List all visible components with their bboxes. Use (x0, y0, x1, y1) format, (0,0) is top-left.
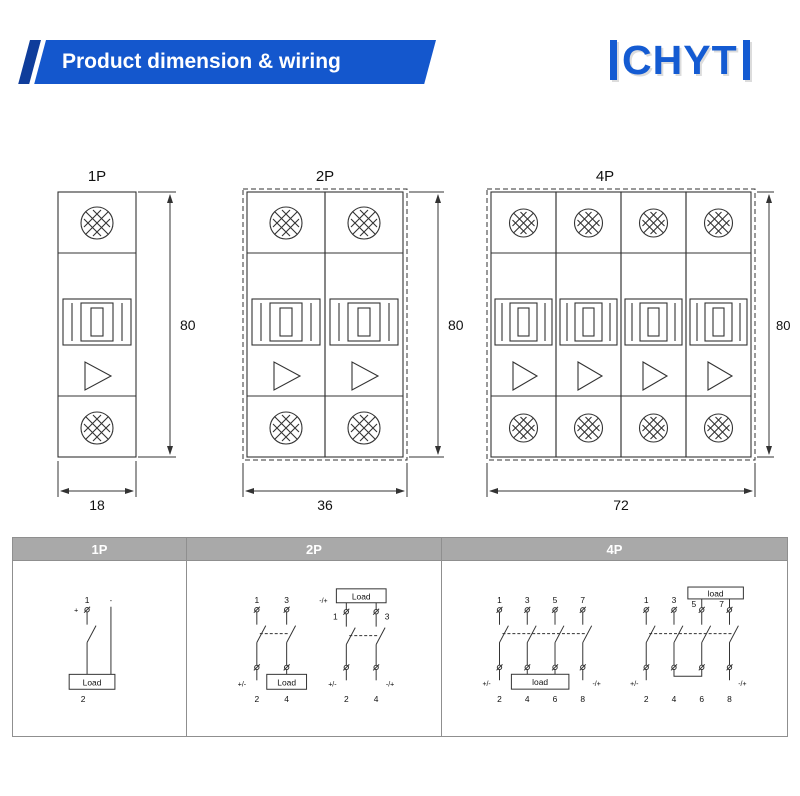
terminal-label: 1 (333, 612, 338, 622)
terminal-label: 3 (672, 595, 677, 605)
terminal-label: 2 (644, 694, 649, 704)
load-box (687, 586, 744, 600)
polarity-label: +/- (482, 681, 490, 688)
polarity-label: -/+ (593, 681, 601, 688)
pole-unit (621, 192, 686, 457)
dimension-drawings: 1P 80 18 2P 80 36 4P (0, 168, 790, 513)
terminal-label: 2 (254, 694, 259, 704)
terminal-label: 5 (553, 595, 558, 605)
brand-logo: CHYT (610, 38, 750, 82)
dim-height-label-1p: 80 (180, 317, 196, 333)
terminal-label: 4 (284, 694, 289, 704)
terminal-label: 1 (497, 595, 502, 605)
terminal-label: 1 (85, 595, 90, 605)
drawing-label-4p: 4P (596, 168, 614, 185)
load-box (335, 588, 387, 604)
wiring-cell-1p: 1 + - Load 2 (13, 560, 186, 736)
load-label: load (708, 588, 724, 598)
drawing-label-2p: 2P (316, 168, 334, 185)
wiring-cell-2p: 1 3 +/- 2 (186, 560, 441, 736)
wiring-cell-4p: 1 3 5 7 (441, 560, 787, 736)
terminal-label: 5 (691, 599, 696, 609)
terminal-label: 4 (672, 694, 677, 704)
terminal-label: 1 (254, 595, 259, 605)
terminal-label: 8 (727, 694, 732, 704)
pole-unit (491, 192, 556, 457)
dim-width-label-1p: 18 (89, 497, 105, 513)
terminal-label: 6 (553, 694, 558, 704)
load-label: Load (352, 591, 371, 601)
terminal-label: 3 (525, 595, 530, 605)
load-label: load (532, 677, 548, 687)
polarity-label: -/+ (386, 681, 394, 688)
breaker-1p-drawing: 1P 80 18 (58, 168, 196, 513)
polarity-label: -/+ (319, 598, 327, 605)
dim-height-label-4p: 80 (776, 318, 790, 333)
terminal-label: 6 (699, 694, 704, 704)
load-box (68, 673, 116, 690)
pole-unit (325, 192, 403, 457)
breaker-4p-drawing: 4P 80 72 (486, 168, 790, 513)
terminal-label: 4 (374, 694, 379, 704)
pole-unit (686, 192, 751, 457)
bottom-jumper-wire (673, 669, 703, 677)
wiring-4p-diagram-a: 1 3 5 7 (482, 595, 600, 704)
terminal-label: 3 (284, 595, 289, 605)
page-title: Product dimension & wiring (62, 50, 341, 73)
wiring-diagram-1p: 1 + - Load 2 (68, 595, 116, 704)
polarity-label: -/+ (738, 681, 746, 688)
wiring-table: 1P 2P 4P 1 + - Load 2 (12, 537, 788, 737)
terminal-label: 7 (719, 599, 724, 609)
terminal-label: 4 (525, 694, 530, 704)
pole-unit (247, 192, 325, 457)
polarity-label: - (110, 598, 112, 605)
brand-name: CHYT (622, 36, 738, 83)
wiring-2p-diagram-b: -/+ Load 1 3 (319, 588, 394, 704)
wiring-diagram-2p: 1 3 +/- 2 (238, 588, 394, 704)
load-box (266, 673, 308, 690)
pole-unit (58, 192, 136, 457)
wiring-diagram-4p: 1 3 5 7 (482, 586, 747, 704)
drawing-label-1p: 1P (88, 168, 106, 185)
terminal-label: 1 (644, 595, 649, 605)
polarity-label: +/- (238, 681, 246, 688)
logo-left-bar-icon (610, 40, 617, 80)
polarity-label: +/- (630, 681, 638, 688)
polarity-label: +/- (328, 681, 336, 688)
dim-width-label-2p: 36 (317, 497, 333, 513)
wiring-4p-diagram-b: 1 3 5 7 load (630, 586, 747, 704)
wiring-header-4p: 4P (441, 538, 787, 560)
terminal-label: 2 (344, 694, 349, 704)
pole-unit (556, 192, 621, 457)
terminal-label: 8 (580, 694, 585, 704)
wiring-header-1p: 1P (13, 538, 186, 560)
wiring-2p-diagram-a: 1 3 +/- 2 (238, 595, 308, 704)
load-label: Load (277, 677, 296, 687)
load-label: Load (83, 677, 102, 687)
breaker-2p-drawing: 2P 80 36 (242, 168, 464, 513)
terminal-label: 3 (385, 612, 390, 622)
load-box (510, 673, 570, 690)
terminal-label: 2 (81, 694, 86, 704)
terminal-label: 2 (497, 694, 502, 704)
dim-height-label-2p: 80 (448, 317, 464, 333)
polarity-label: + (74, 608, 78, 615)
terminal-label: 7 (580, 595, 585, 605)
logo-right-bar-icon (742, 40, 750, 80)
dim-width-label-4p: 72 (613, 497, 629, 513)
wiring-header-2p: 2P (186, 538, 441, 560)
